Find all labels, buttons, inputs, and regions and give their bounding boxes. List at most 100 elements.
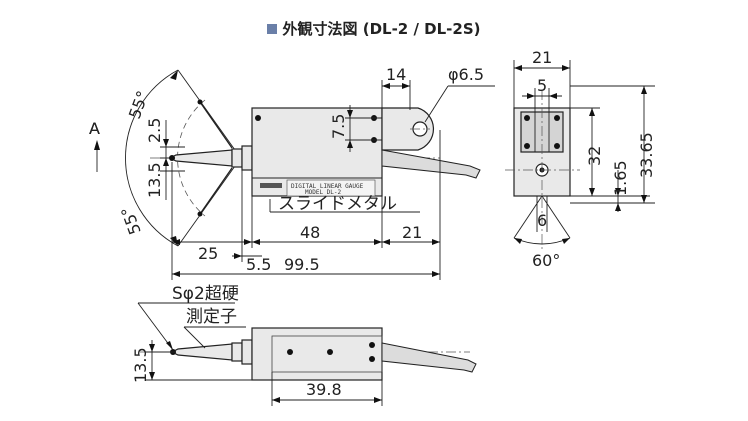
drawing-title: 外観寸法図 (DL-2 / DL-2S) [0, 18, 748, 39]
side-dim-21-label: 21 [532, 48, 552, 67]
side-screw-4 [554, 143, 560, 149]
bottom-arrow-39-8a-icon [272, 397, 280, 403]
stylus-cone [168, 149, 233, 167]
side-dim-6-label: 6 [537, 211, 547, 230]
stylus-down-position [199, 167, 233, 215]
dim-2-5-label: 2.5 [145, 118, 164, 143]
bottom-arrow-13-5a-icon [149, 344, 155, 352]
angle-bottom-label: 55° [117, 204, 145, 237]
view-a-label: A [89, 119, 100, 138]
dim-99-5-label: 99.5 [284, 255, 320, 274]
side-arrow-1-65a-icon [615, 188, 621, 196]
side-angle-60-label: 60° [532, 251, 560, 270]
view-a-arrow-icon [94, 140, 100, 150]
side-arrow-32a-icon [589, 108, 595, 116]
dim-arrow-48b-icon [374, 239, 382, 245]
bottom-screw-4 [369, 356, 375, 362]
side-screw-3 [524, 143, 530, 149]
stylus-collar [231, 148, 243, 168]
stylus-bushing [241, 145, 253, 171]
stylus-tip-ball [169, 155, 175, 161]
dim-arrow-21b-icon [432, 239, 440, 245]
side-screw-1 [524, 115, 530, 121]
drawing-title-text: 外観寸法図 (DL-2 / DL-2S) [282, 20, 481, 38]
bottom-bushing [241, 339, 253, 365]
dim-7-5-label: 7.5 [329, 114, 348, 139]
dim-arrow-21a-icon [382, 239, 390, 245]
dim-arrow-7-5a-icon [347, 110, 353, 118]
bottom-body [251, 327, 383, 381]
dim-arrow-48a-icon [252, 239, 260, 245]
side-angle-arrow-a-icon [514, 238, 522, 244]
side-angle-arrow-b-icon [562, 238, 570, 244]
view-a-letter: A [89, 119, 100, 138]
side-arrow-21b-icon [562, 65, 570, 71]
tip-label: Sφ2超硬 [172, 284, 239, 304]
dim-21-label: 21 [402, 223, 422, 242]
dim-5-5-label: 5.5 [246, 255, 271, 274]
side-dim-33-65-label: 33.65 [637, 132, 656, 178]
stylus-up-position [199, 101, 233, 149]
side-angle-leg-right [541, 195, 571, 239]
angle-arc [125, 69, 179, 247]
dim-25-label: 25 [198, 244, 218, 263]
bottom-collar [231, 342, 243, 362]
angle-arrow-top-icon [170, 70, 178, 80]
stylus-label-leader [183, 326, 206, 349]
nameplate-line1: DIGITAL LINEAR GAUGE [291, 183, 364, 190]
bottom-cable [381, 342, 477, 373]
mounting-lug [381, 107, 434, 151]
side-dim-32-label: 32 [585, 146, 604, 166]
side-view: 21 5 32 1.65 33.65 6 [505, 48, 656, 270]
bottom-screw-2 [327, 349, 333, 355]
side-arrow-32b-icon [589, 188, 595, 196]
bottom-dim-13-5-label: 13.5 [131, 347, 150, 383]
dim-arrow-2-5-icon [163, 139, 169, 147]
dim-arrow-99-5b-icon [432, 271, 440, 277]
title-bullet-icon [267, 24, 278, 34]
body-nameplate [286, 179, 376, 197]
bottom-arrow-13-5b-icon [149, 372, 155, 380]
stylus-label: 測定子 [186, 307, 237, 327]
stylus-swing-arc [177, 99, 206, 217]
bottom-stylus-cone [170, 343, 233, 361]
dim-arrow-14a-icon [382, 83, 390, 89]
side-arrow-33-65b-icon [641, 195, 647, 203]
front-view: A A 55° 55° 2.5 13.5 [89, 65, 495, 280]
side-arrow-5b-icon [549, 93, 557, 99]
cable [381, 149, 481, 179]
dim-phi-6-5-label: φ6.5 [448, 65, 484, 84]
side-arrow-33-65a-icon [641, 86, 647, 94]
bottom-dim-39-8-label: 39.8 [306, 380, 342, 399]
dim-14-label: 14 [386, 65, 406, 84]
bottom-view: Sφ2超硬 測定子 13.5 39.8 [131, 284, 477, 406]
tip-leader-arrow-icon [166, 341, 173, 350]
dim-arrow-5-5-icon [234, 253, 242, 259]
dim-48-label: 48 [300, 223, 320, 242]
angle-top-label: 55° [125, 88, 153, 121]
dim-arrow-14b-icon [402, 83, 410, 89]
side-arrow-1-65b-icon [615, 203, 621, 211]
side-arrow-21a-icon [514, 65, 522, 71]
dim-13-5-label: 13.5 [145, 162, 164, 198]
stylus-down-tip [197, 211, 203, 217]
slide-metal-label: スライドメタル [278, 194, 397, 214]
side-dim-5-label: 5 [537, 76, 547, 95]
dim-arrow-99-5a-icon [172, 271, 180, 277]
bottom-screw-1 [287, 349, 293, 355]
angle-leader-bottom [177, 165, 236, 247]
dim-arrow-25a-icon [172, 239, 180, 245]
stylus-up-tip [197, 99, 203, 105]
nameplate-line2: MODEL DL-2 [305, 189, 342, 196]
angle-leader-top [177, 69, 236, 151]
dim-arrow-25b-icon [244, 239, 252, 245]
brand-logo-icon [260, 183, 282, 188]
dim-arrow-2-5b-icon [163, 158, 169, 166]
leader-phi [424, 85, 449, 123]
side-screw-2 [554, 115, 560, 121]
side-angle-leg-left [513, 195, 543, 239]
side-dim-1-65-label: 1.65 [611, 160, 630, 196]
screw-top-left [255, 115, 261, 121]
bottom-screw-3 [369, 342, 375, 348]
